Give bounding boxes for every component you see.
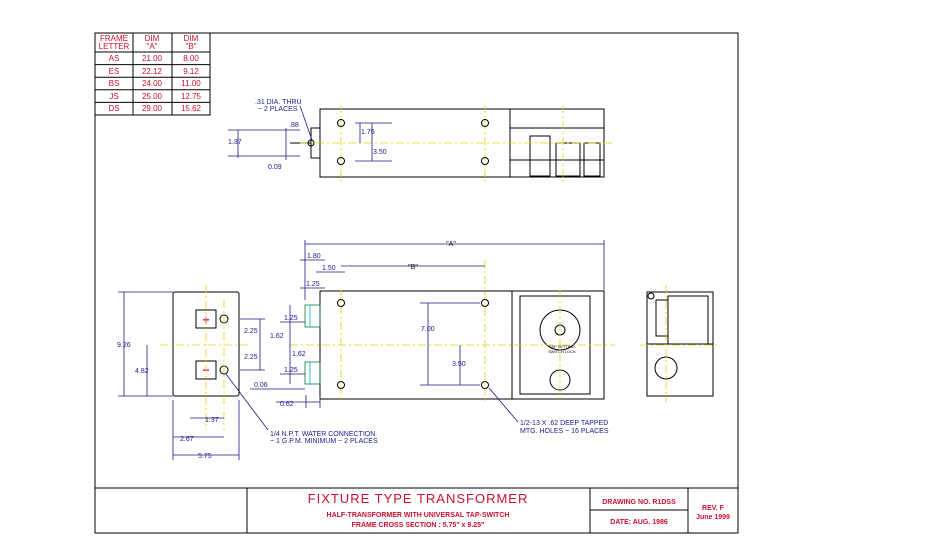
- table-header: FRAME: [100, 34, 128, 43]
- table-cell: 29.00: [142, 104, 163, 113]
- table-cell: AS: [109, 54, 120, 63]
- revision-date: June 1999: [696, 514, 730, 521]
- table-header: "A": [146, 42, 157, 51]
- table-cell: 21.00: [142, 54, 163, 63]
- table-cell: DS: [108, 104, 119, 113]
- revision: REV. F: [702, 505, 725, 512]
- dim-1-37-side: 1.37: [205, 417, 219, 424]
- table-cell: BS: [109, 79, 120, 88]
- dim-1-75: 1.75: [361, 129, 375, 136]
- dim-b: "B": [408, 264, 418, 271]
- dim-3-50-top: 3.50: [373, 149, 387, 156]
- dim-9-26: 9.26: [117, 342, 131, 349]
- frame-table: FRAME LETTER DIM "A" DIM "B" AS 21.00 8.…: [94, 32, 211, 116]
- dim-1-62-b: 1.62: [292, 351, 306, 358]
- drawing-title: FIXTURE TYPE TRANSFORMER: [308, 491, 529, 506]
- dim-1-37-top: 1.37: [228, 139, 242, 146]
- water-note-flow: ~ 1 G.P.M. MINIMUM ~ 2 PLACES: [270, 438, 378, 445]
- drawing-subtitle: HALF-TRANSFORMER WITH UNIVERSAL TAP-SWIT…: [327, 512, 510, 519]
- dim-1-25-low: 1.25: [284, 367, 298, 374]
- dim-5-75: 5.75: [198, 453, 212, 460]
- table-cell: 12.75: [181, 92, 202, 101]
- dim-1-25-top: 1.25: [306, 281, 320, 288]
- table-cell: 22.12: [142, 67, 163, 76]
- table-cell: ES: [109, 67, 120, 76]
- drawing-date: DATE: AUG. 1986: [610, 519, 668, 526]
- dim-1-25-mid: 1.25: [284, 315, 298, 322]
- front-view: TAP SETTING SWITCH LOCK "A" "B" 1.80 1.5…: [250, 240, 615, 435]
- dim-1-80: 1.80: [307, 253, 321, 260]
- dim-0-88: .88: [289, 122, 299, 129]
- hole-note: .31 DIA. THRU: [255, 99, 302, 106]
- drawing-subtitle: FRAME CROSS SECTION : 5.75" x 9.25": [352, 522, 485, 529]
- switch-label: SWITCH LOCK: [548, 349, 576, 354]
- left-side-view: + − 9.26 4.82 2.25 2.25 1.37 2.67 5.75 1…: [117, 285, 378, 460]
- table-header: LETTER: [99, 42, 130, 51]
- table-cell: 11.00: [181, 79, 201, 88]
- table-cell: 9.12: [183, 67, 199, 76]
- dim-2-25-b: 2.25: [244, 354, 258, 361]
- table-cell: 8.00: [183, 54, 199, 63]
- dim-0-06: 0.06: [254, 382, 268, 389]
- table-header: DIM: [184, 34, 199, 43]
- water-note: 1/4 N.P.T. WATER CONNECTION: [270, 431, 375, 438]
- dim-3-50-front: 3.50: [452, 361, 466, 368]
- drawing-border: [94, 32, 739, 534]
- dim-1-50: 1.50: [322, 265, 336, 272]
- table-header: DIM: [145, 34, 160, 43]
- dim-2-67: 2.67: [180, 436, 194, 443]
- dim-2-25-a: 2.25: [244, 328, 258, 335]
- table-cell: 25.00: [142, 92, 163, 101]
- dim-1-62: 1.62: [270, 333, 284, 340]
- table-cell: 24.00: [142, 79, 163, 88]
- switch-label: TAP SETTING: [549, 344, 575, 349]
- table-header: "B": [185, 42, 196, 51]
- tap-note: 1/2-13 X .62 DEEP TAPPED: [520, 420, 608, 427]
- dim-a: "A": [446, 241, 456, 248]
- tap-note-places: MTG. HOLES ~ 16 PLACES: [520, 428, 609, 435]
- dim-0-09: 0.09: [268, 164, 282, 171]
- right-side-view: [640, 285, 720, 402]
- table-cell: JS: [109, 92, 118, 101]
- dim-7-00: 7.00: [421, 326, 435, 333]
- dim-4-82: 4.82: [135, 368, 149, 375]
- drawing-number: DRAWING NO. R1DSS: [602, 499, 676, 506]
- table-cell: 15.62: [181, 104, 202, 113]
- hole-note-places: ~ 2 PLACES: [258, 106, 298, 113]
- top-view: 1.75 3.50 .31 DIA. THRU ~ 2 PLACES .88 1…: [228, 99, 615, 182]
- dim-0-62: 0.62: [280, 401, 294, 408]
